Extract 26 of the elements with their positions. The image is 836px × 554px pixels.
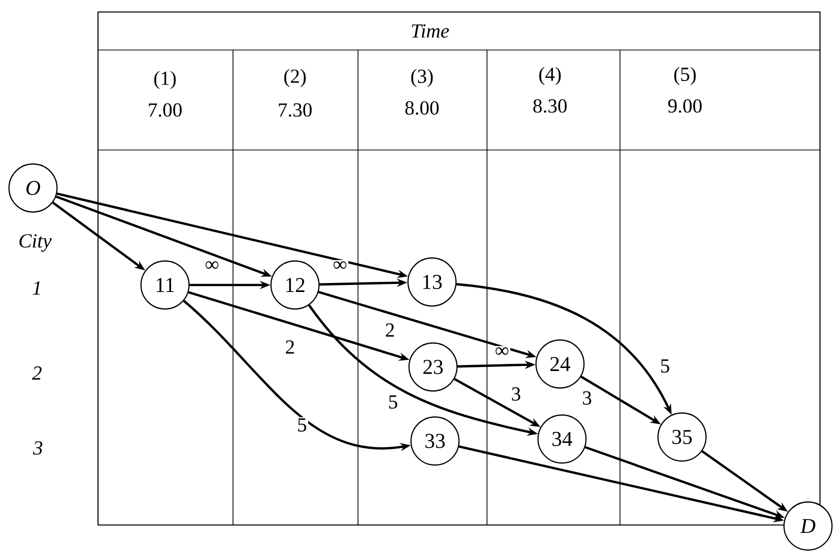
row-label: 1 <box>32 281 40 295</box>
header-label: (4) <box>539 66 561 86</box>
header-label: 7.00 <box>148 103 182 117</box>
row-label: 2 <box>32 366 42 380</box>
edge-label: 5 <box>386 394 400 410</box>
header-label: Time <box>412 24 449 38</box>
header-label: (5) <box>674 66 696 86</box>
edge-label: 3 <box>510 386 522 402</box>
header-label: (3) <box>411 68 433 88</box>
edge-label: 3 <box>580 390 594 406</box>
edge-label: ∞ <box>494 346 510 358</box>
node-label: D <box>800 519 816 533</box>
edge-label: 2 <box>284 339 296 355</box>
edge-label: 2 <box>384 322 396 338</box>
header-label: 8.30 <box>533 99 567 113</box>
header-label: 8.00 <box>405 101 439 115</box>
header-label: 9.00 <box>668 99 702 113</box>
edge-label: ∞ <box>332 260 348 272</box>
header-label: (1) <box>154 70 176 90</box>
header-label: 7.30 <box>278 103 312 117</box>
edge-label: 5 <box>658 358 672 374</box>
header-label: (2) <box>284 68 306 88</box>
edge-label: ∞ <box>204 260 220 272</box>
row-label: 3 <box>32 441 42 455</box>
edge-label: 5 <box>296 417 308 433</box>
row-label: City <box>20 234 52 252</box>
